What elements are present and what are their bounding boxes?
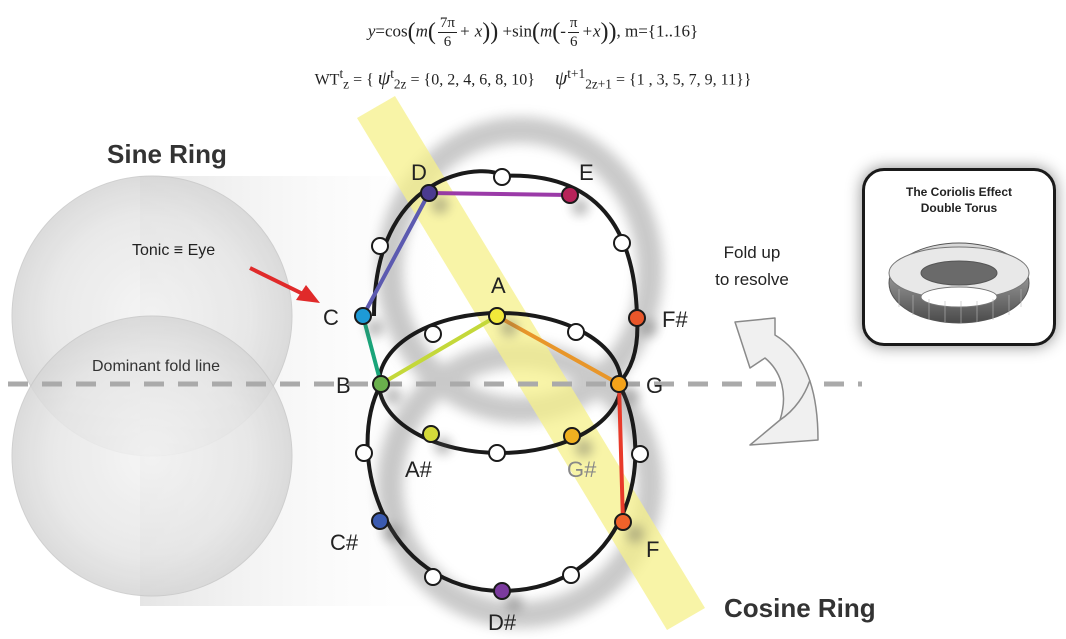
double-torus-inset: The Coriolis Effect Double Torus	[862, 168, 1056, 346]
blank-dot	[371, 237, 389, 255]
tonic-arrow-shaft	[249, 266, 304, 296]
note-label-a-sharp: A#	[405, 457, 433, 482]
connection-c-b	[361, 314, 383, 386]
connection-g-f	[617, 382, 625, 524]
blank-note-dots	[355, 168, 649, 586]
connection-b-a	[379, 314, 499, 386]
sine-ring-title: Sine Ring	[107, 139, 227, 169]
note-label-a: A	[491, 273, 506, 298]
eq-sin: +sin	[502, 21, 532, 41]
note-label-g-sharp: G#	[567, 457, 597, 482]
eq2-set-odd: = {1 , 3, 5, 7, 9, 11}}	[611, 71, 752, 89]
note-dot-g	[610, 375, 628, 393]
blank-dot	[424, 325, 442, 343]
cosine-ring-title: Cosine Ring	[724, 593, 876, 623]
dot-shadows	[366, 196, 658, 612]
blank-dot	[424, 568, 442, 586]
note-dot-f-sharp	[628, 309, 646, 327]
note-label-c-sharp: C#	[330, 530, 359, 555]
note-label-e: E	[579, 160, 594, 185]
note-label-g: G	[646, 373, 663, 398]
connection-d-e	[427, 191, 572, 197]
note-dot-c	[354, 307, 372, 325]
yellow-band	[357, 96, 705, 630]
note-dots	[354, 184, 646, 600]
note-label-d-sharp: D#	[488, 610, 517, 635]
note-dot-g-sharp	[563, 427, 581, 445]
torus-image	[888, 242, 1030, 324]
fold-arrow-icon	[734, 317, 819, 446]
blank-dot	[562, 566, 580, 584]
note-dot-a-sharp	[422, 425, 440, 443]
note-dot-a	[488, 307, 506, 325]
eq2-psi-1: ψ	[377, 67, 391, 90]
blank-dot	[613, 234, 631, 252]
to-resolve-label: to resolve	[715, 270, 789, 289]
inset-title-line1: The Coriolis Effect	[905, 185, 1012, 199]
note-label-d: D	[411, 160, 427, 185]
tonic-label: Tonic ≡ Eye	[132, 242, 215, 259]
dominant-fold-label: Dominant fold line	[92, 358, 220, 375]
note-dot-d	[420, 184, 438, 202]
blank-dot	[488, 444, 506, 462]
tonic-arrow	[249, 266, 320, 303]
eq2-psi-2: ψ	[554, 67, 568, 90]
note-dot-b	[372, 375, 390, 393]
note-label-b: B	[336, 373, 351, 398]
note-label-f: F	[646, 537, 659, 562]
eq-plus-x: + x	[459, 21, 483, 41]
eq-m-set: m={1..16}	[625, 21, 699, 41]
fold-up-label: Fold up	[724, 243, 781, 262]
eq-plus-x-2: +x	[581, 21, 601, 41]
note-dot-f	[614, 513, 632, 531]
eq2-set-even: = {0, 2, 4, 6, 8, 10}	[406, 71, 535, 89]
blank-dot	[567, 323, 585, 341]
inset-title-line2: Double Torus	[920, 201, 998, 215]
sine-ring	[372, 169, 640, 386]
wt-set-equation: WTtz = { ψt2z = {0, 2, 4, 6, 8, 10} ψt+1…	[314, 66, 752, 92]
eq-y: y	[367, 21, 376, 41]
eq-m-2: m	[539, 21, 553, 41]
eq-cos: =cos	[375, 21, 408, 41]
eq-minus: -	[560, 21, 566, 41]
tonic-arrow-head	[296, 285, 320, 303]
connection-d-c	[361, 191, 431, 318]
note-dot-d-sharp	[493, 582, 511, 600]
note-dot-c-sharp	[371, 512, 389, 530]
blank-dot	[631, 445, 649, 463]
note-label-c: C	[323, 305, 339, 330]
blank-dot	[355, 444, 373, 462]
note-label-f-sharp: F#	[662, 307, 688, 332]
eq2-wt: WT	[314, 71, 340, 89]
blank-dot	[493, 168, 511, 186]
note-dot-e	[561, 186, 579, 204]
eq-m: m	[415, 21, 428, 41]
